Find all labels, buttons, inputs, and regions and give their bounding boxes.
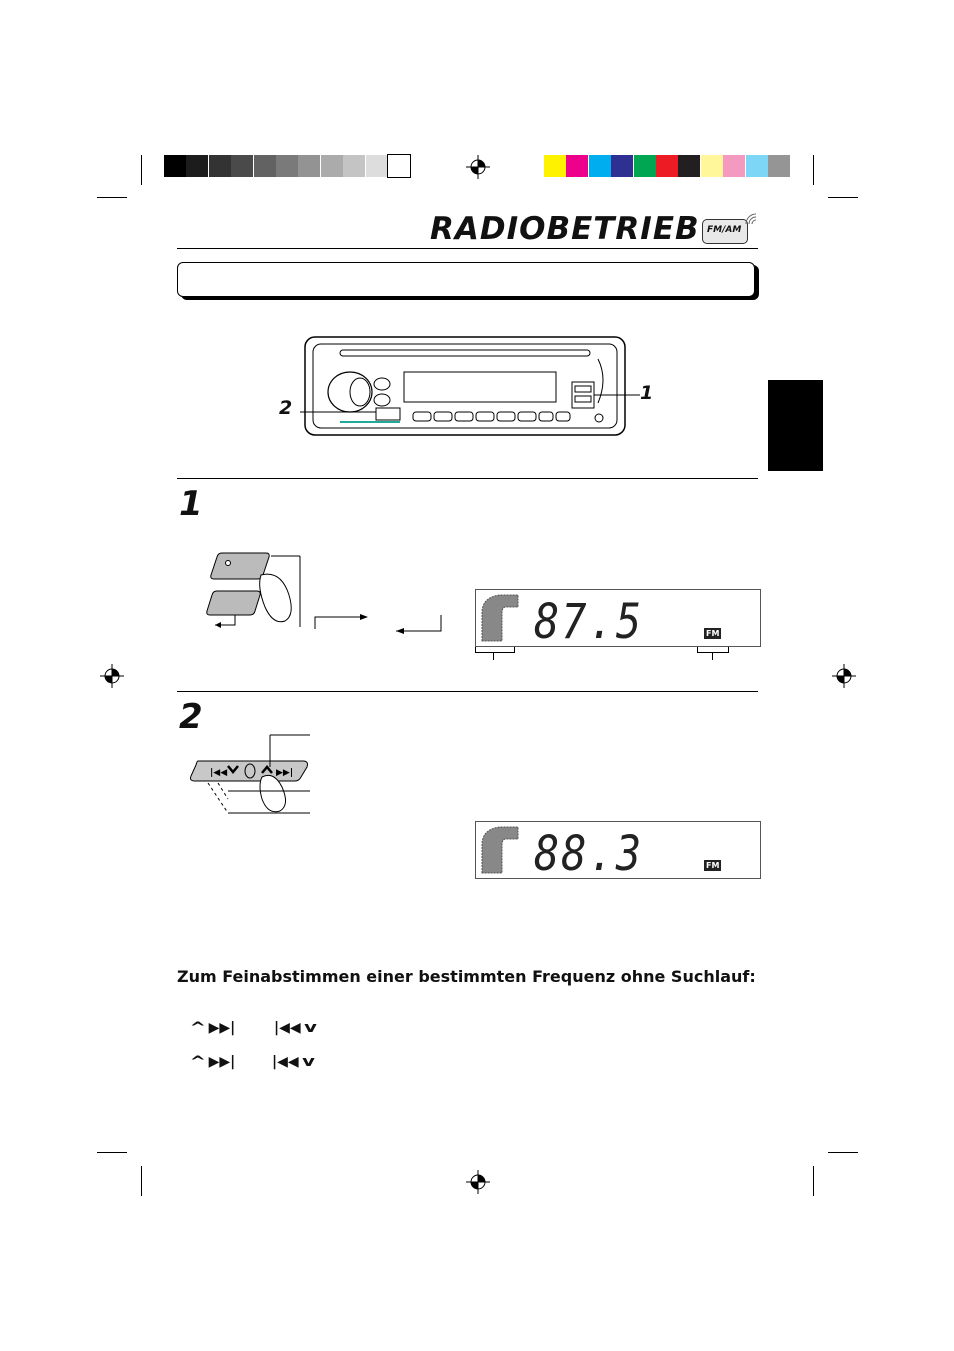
frequency-readout: 87.5 (534, 593, 644, 650)
car-stereo-panel-diagram (300, 336, 640, 436)
lcd-bracket-right-stem (712, 652, 713, 660)
signal-level-meter-icon (481, 826, 519, 874)
lcd-bracket-left-stem (493, 652, 494, 660)
svg-text:▶▶|: ▶▶| (276, 768, 293, 778)
step1-rule (177, 478, 758, 479)
section-heading-box (177, 262, 755, 297)
fine-tuning-heading: Zum Feinabstimmen einer bestimmten Frequ… (177, 967, 756, 986)
grayscale-swatch (298, 155, 321, 177)
seek-button-press-illustration: |◀◀ ▶▶| (190, 734, 310, 814)
grayscale-swatch (253, 155, 276, 177)
prev-down-button-icon: |◀◀ v (272, 1054, 315, 1070)
registration-target-icon (100, 664, 124, 688)
fm-am-badge-icon: FM/AM (702, 219, 748, 244)
crop-mark (828, 1152, 858, 1153)
lcd-display-step1: 87.5 FM (475, 589, 761, 650)
crop-mark (141, 155, 142, 185)
grayscale-swatch (365, 155, 388, 177)
color-swatch (678, 155, 701, 177)
prev-down-button-icon: |◀◀ v (274, 1020, 317, 1036)
header-rule (177, 248, 758, 249)
lcd-display-step2: 88.3 FM (475, 821, 761, 882)
color-swatch (588, 155, 611, 177)
up-next-button-icon: ^ ▶▶| (189, 1020, 236, 1036)
crop-mark (813, 155, 814, 185)
band-button-press-illustration (206, 552, 442, 634)
frequency-readout: 88.3 (534, 825, 644, 882)
grayscale-swatch (387, 154, 411, 178)
color-swatch (700, 155, 723, 177)
crop-mark (97, 1152, 127, 1153)
crop-mark (97, 197, 127, 198)
signal-waves-icon (745, 213, 757, 225)
color-swatch (544, 155, 566, 177)
color-swatch (723, 155, 746, 177)
registration-target-icon (466, 155, 490, 179)
grayscale-swatch (164, 155, 186, 177)
signal-level-meter-icon (481, 594, 519, 642)
crop-mark (828, 197, 858, 198)
fm-am-badge-text: FM/AM (707, 225, 742, 235)
registration-target-icon (466, 1170, 490, 1194)
lcd-bracket-right (697, 647, 729, 653)
crop-mark (813, 1166, 814, 1196)
grayscale-swatch (320, 155, 343, 177)
callout-number-2: 2 (279, 397, 293, 419)
grayscale-swatch (276, 155, 298, 177)
step2-rule (177, 691, 758, 692)
language-side-tab (768, 380, 823, 471)
color-swatch (768, 155, 790, 177)
grayscale-swatch (208, 155, 231, 177)
fm-band-indicator: FM (704, 628, 722, 639)
fm-band-indicator: FM (704, 860, 722, 871)
color-swatch (656, 155, 678, 177)
step2-number: 2 (179, 697, 203, 737)
color-swatch (633, 155, 656, 177)
registration-target-icon (832, 664, 856, 688)
grayscale-swatch (231, 155, 254, 177)
color-swatch (745, 155, 768, 177)
grayscale-swatch (343, 155, 366, 177)
color-swatch (611, 155, 634, 177)
svg-text:|◀◀: |◀◀ (210, 768, 227, 778)
up-next-button-icon: ^ ▶▶| (189, 1054, 236, 1070)
color-swatch (566, 155, 589, 177)
page-title: RADIOBETRIEB (430, 211, 700, 247)
crop-mark (141, 1166, 142, 1196)
lcd-bracket-left (475, 647, 515, 653)
callout-number-1: 1 (640, 382, 654, 404)
grayscale-swatch (186, 155, 209, 177)
step1-number: 1 (179, 484, 203, 524)
